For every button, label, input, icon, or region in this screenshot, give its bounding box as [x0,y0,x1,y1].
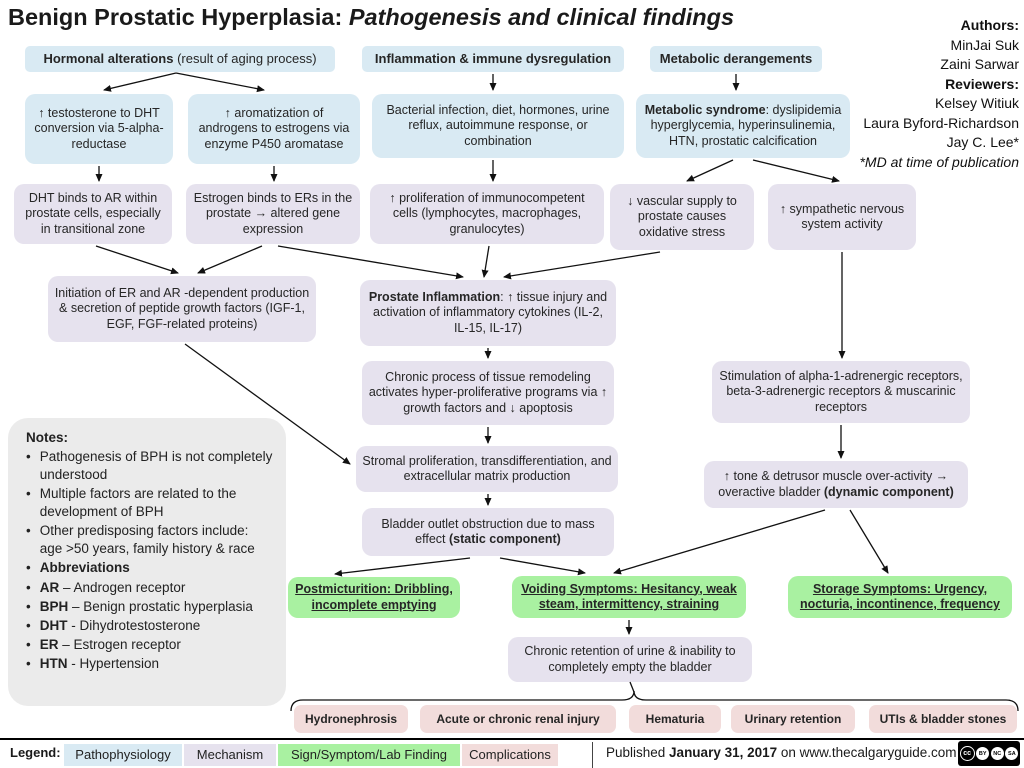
box-postmicturition-symptoms: Postmicturition: Dribbling, incomplete e… [288,577,460,618]
box-aromatization: ↑ aromatization of androgens to estrogen… [188,94,360,164]
credits-block: Authors: MinJai Suk Zaini Sarwar Reviewe… [859,16,1019,172]
box-voiding-symptoms: Voiding Symptoms: Hesitancy, weak steam,… [512,576,746,618]
published-line: Published January 31, 2017 on www.thecal… [606,745,957,760]
reviewers-label: Reviewers: [945,75,1019,92]
note-item: •Other predisposing factors include: age… [26,523,255,557]
cc-license-badge: cc BY NC SA [958,741,1020,766]
box-storage-symptoms: Storage Symptoms: Urgency, nocturia, inc… [788,576,1012,618]
box-stromal-proliferation: Stromal proliferation, transdifferentiat… [356,446,618,492]
cc-nc-icon: NC [990,747,1004,760]
note-item: •HTN - Hypertension [26,655,160,671]
cc-by-icon: BY [976,747,990,760]
note-item: •Abbreviations [26,560,130,576]
box-dht-binds-ar: DHT binds to AR within prostate cells, e… [14,184,172,244]
authors-label: Authors: [960,17,1019,33]
box-immunocompetent-proliferation: ↑ proliferation of immunocompetent cells… [370,184,604,244]
box-urinary-retention: Urinary retention [731,705,855,733]
box-bacterial-infection: Bacterial infection, diet, hormones, uri… [372,94,624,158]
legend-mechanism: Mechanism [184,744,276,766]
cc-sa-icon: SA [1005,747,1019,760]
box-estrogen-binds-er: Estrogen binds to ERs in the prostate → … [186,184,360,244]
box-renal-injury: Acute or chronic renal injury [420,705,616,733]
author: Zaini Sarwar [940,56,1019,72]
box-utis-bladder-stones: UTIs & bladder stones [869,705,1017,733]
box-adrenergic-stimulation: Stimulation of alpha-1-adrenergic recept… [712,361,970,423]
page-title: Benign Prostatic Hyperplasia: Pathogenes… [8,4,735,30]
note-item: •BPH – Benign prostatic hyperplasia [26,598,253,614]
box-prostate-inflammation: Prostate Inflammation: ↑ tissue injury a… [360,280,616,346]
box-tissue-remodeling: Chronic process of tissue remodeling act… [362,361,614,425]
header-hormonal-alterations: Hormonal alterations (result of aging pr… [25,46,335,72]
legend-bar: Legend: Pathophysiology Mechanism Sign/S… [0,738,1024,768]
note-item: •Multiple factors are related to the dev… [26,486,237,520]
note-item: •AR – Androgen receptor [26,579,186,595]
box-testosterone-dht: ↑ testosterone to DHT conversion via 5-a… [25,94,173,164]
md-footnote: *MD at time of publication [859,153,1019,170]
legend-label: Legend: [10,745,61,760]
legend-divider [592,742,593,768]
reviewer: Jay C. Lee* [946,134,1019,150]
notes-heading: Notes: [26,430,69,445]
notes-panel: Notes: •Pathogenesis of BPH is not compl… [8,418,286,706]
header-inflammation: Inflammation & immune dysregulation [362,46,624,72]
legend-sign-symptom: Sign/Symptom/Lab Finding [278,744,460,766]
cc-icon: cc [959,746,975,761]
note-item: •ER – Estrogen receptor [26,636,181,652]
box-hematuria: Hematuria [629,705,721,733]
box-metabolic-syndrome: Metabolic syndrome: dyslipidemia hypergl… [636,94,850,158]
box-hydronephrosis: Hydronephrosis [294,705,408,733]
header-metabolic: Metabolic derangements [650,46,822,72]
reviewer: Laura Byford-Richardson [863,114,1019,131]
legend-complications: Complications [462,744,558,766]
legend-pathophysiology: Pathophysiology [64,744,182,766]
box-detrusor-overactivity: ↑ tone & detrusor muscle over-activity →… [704,461,968,508]
box-sympathetic-activity: ↑ sympathetic nervous system activity [768,184,916,250]
reviewer: Kelsey Witiuk [934,95,1019,111]
note-item: •Pathogenesis of BPH is not completely u… [26,449,273,483]
note-item: •DHT - Dihydrotestosterone [26,617,201,633]
notes-list: •Pathogenesis of BPH is not completely u… [26,448,274,673]
box-chronic-retention: Chronic retention of urine & inability t… [508,637,752,682]
box-bladder-outlet-obstruction: Bladder outlet obstruction due to mass e… [362,508,614,556]
author: MinJai Suk [950,36,1019,53]
box-vascular-supply: ↓ vascular supply to prostate causes oxi… [610,184,754,250]
box-growth-factor-initiation: Initiation of ER and AR -dependent produ… [48,276,316,342]
